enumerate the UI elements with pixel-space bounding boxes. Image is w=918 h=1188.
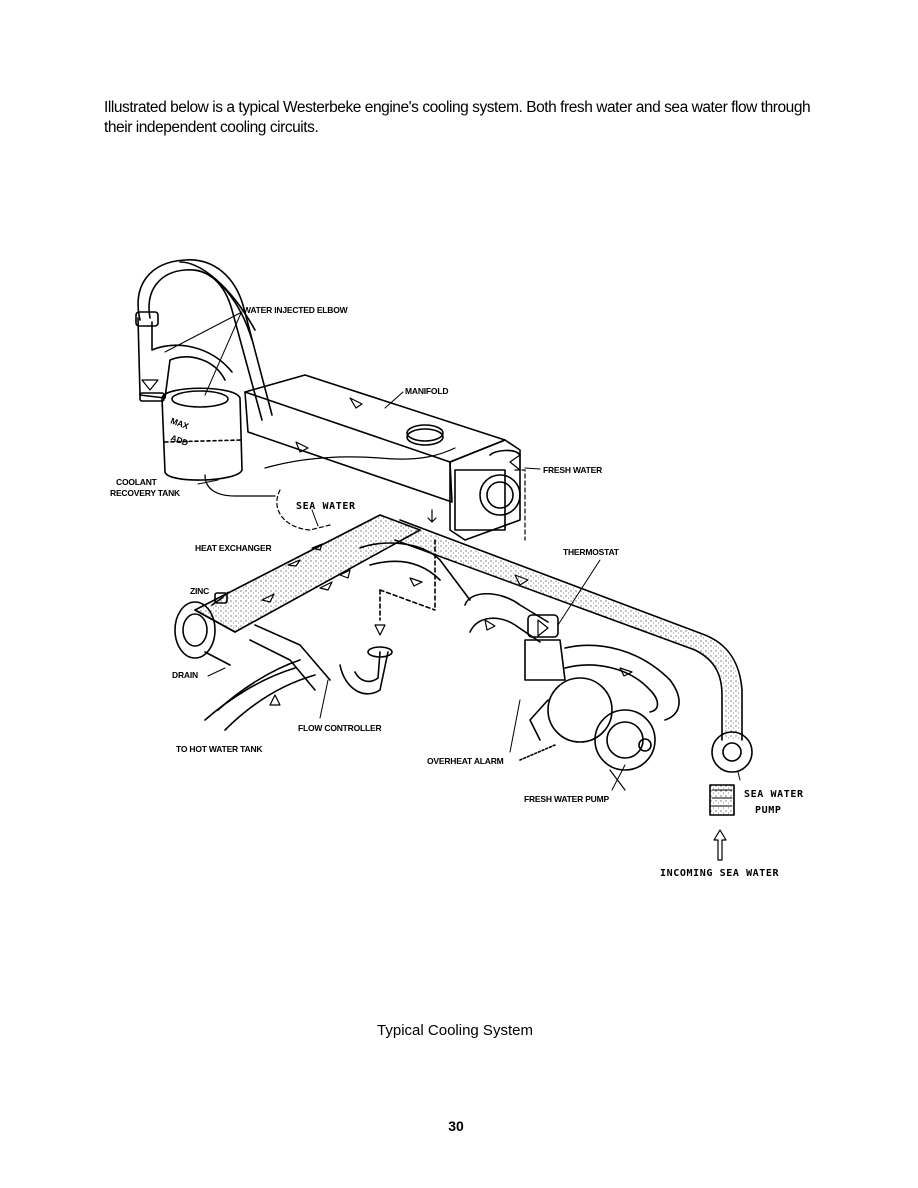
label-heat-exchanger: HEAT EXCHANGER bbox=[195, 543, 271, 553]
label-water-injected-elbow: WATER INJECTED ELBOW bbox=[243, 305, 349, 315]
label-to-hot-water-tank: TO HOT WATER TANK bbox=[176, 744, 263, 754]
label-zinc: ZINC bbox=[190, 586, 209, 596]
label-sea-water-pump-1: SEA WATER bbox=[744, 789, 804, 800]
label-coolant: COOLANT bbox=[116, 477, 158, 487]
label-fresh-water-pump: FRESH WATER PUMP bbox=[524, 794, 609, 804]
flow-arrows bbox=[261, 454, 633, 706]
intro-paragraph: Illustrated below is a typical Westerbek… bbox=[104, 99, 811, 136]
tank-add-mark: ADD bbox=[169, 432, 189, 448]
sea-water-pipe bbox=[394, 519, 743, 741]
heat-exchanger bbox=[174, 514, 421, 666]
label-flow-controller: FLOW CONTROLLER bbox=[298, 723, 381, 733]
label-recovery-tank: RECOVERY TANK bbox=[110, 488, 181, 498]
zinc-plug bbox=[214, 592, 228, 604]
label-sea-water: SEA WATER bbox=[296, 501, 356, 512]
connecting-hoses bbox=[204, 539, 471, 731]
tank-max-mark: MAX bbox=[169, 415, 190, 431]
page-number: 30 bbox=[448, 1118, 464, 1134]
label-incoming-sea-water: INCOMING SEA WATER bbox=[660, 868, 780, 879]
header-block bbox=[449, 439, 521, 541]
label-fresh-water: FRESH WATER bbox=[543, 465, 602, 475]
label-drain: DRAIN bbox=[172, 670, 198, 680]
figure-caption: Typical Cooling System bbox=[377, 1022, 533, 1039]
elbow-hose bbox=[137, 259, 273, 421]
manifold bbox=[244, 374, 506, 503]
water-injected-elbow bbox=[135, 311, 233, 402]
thermostat-assembly bbox=[464, 593, 680, 721]
label-thermostat: THERMOSTAT bbox=[563, 547, 620, 557]
label-overheat-alarm: OVERHEAT ALARM bbox=[427, 756, 504, 766]
label-manifold: MANIFOLD bbox=[405, 386, 448, 396]
fresh-water-pump bbox=[519, 677, 656, 791]
label-sea-water-pump-2: PUMP bbox=[755, 805, 781, 816]
leader-lines bbox=[164, 311, 741, 791]
sea-water-pump bbox=[709, 731, 753, 861]
